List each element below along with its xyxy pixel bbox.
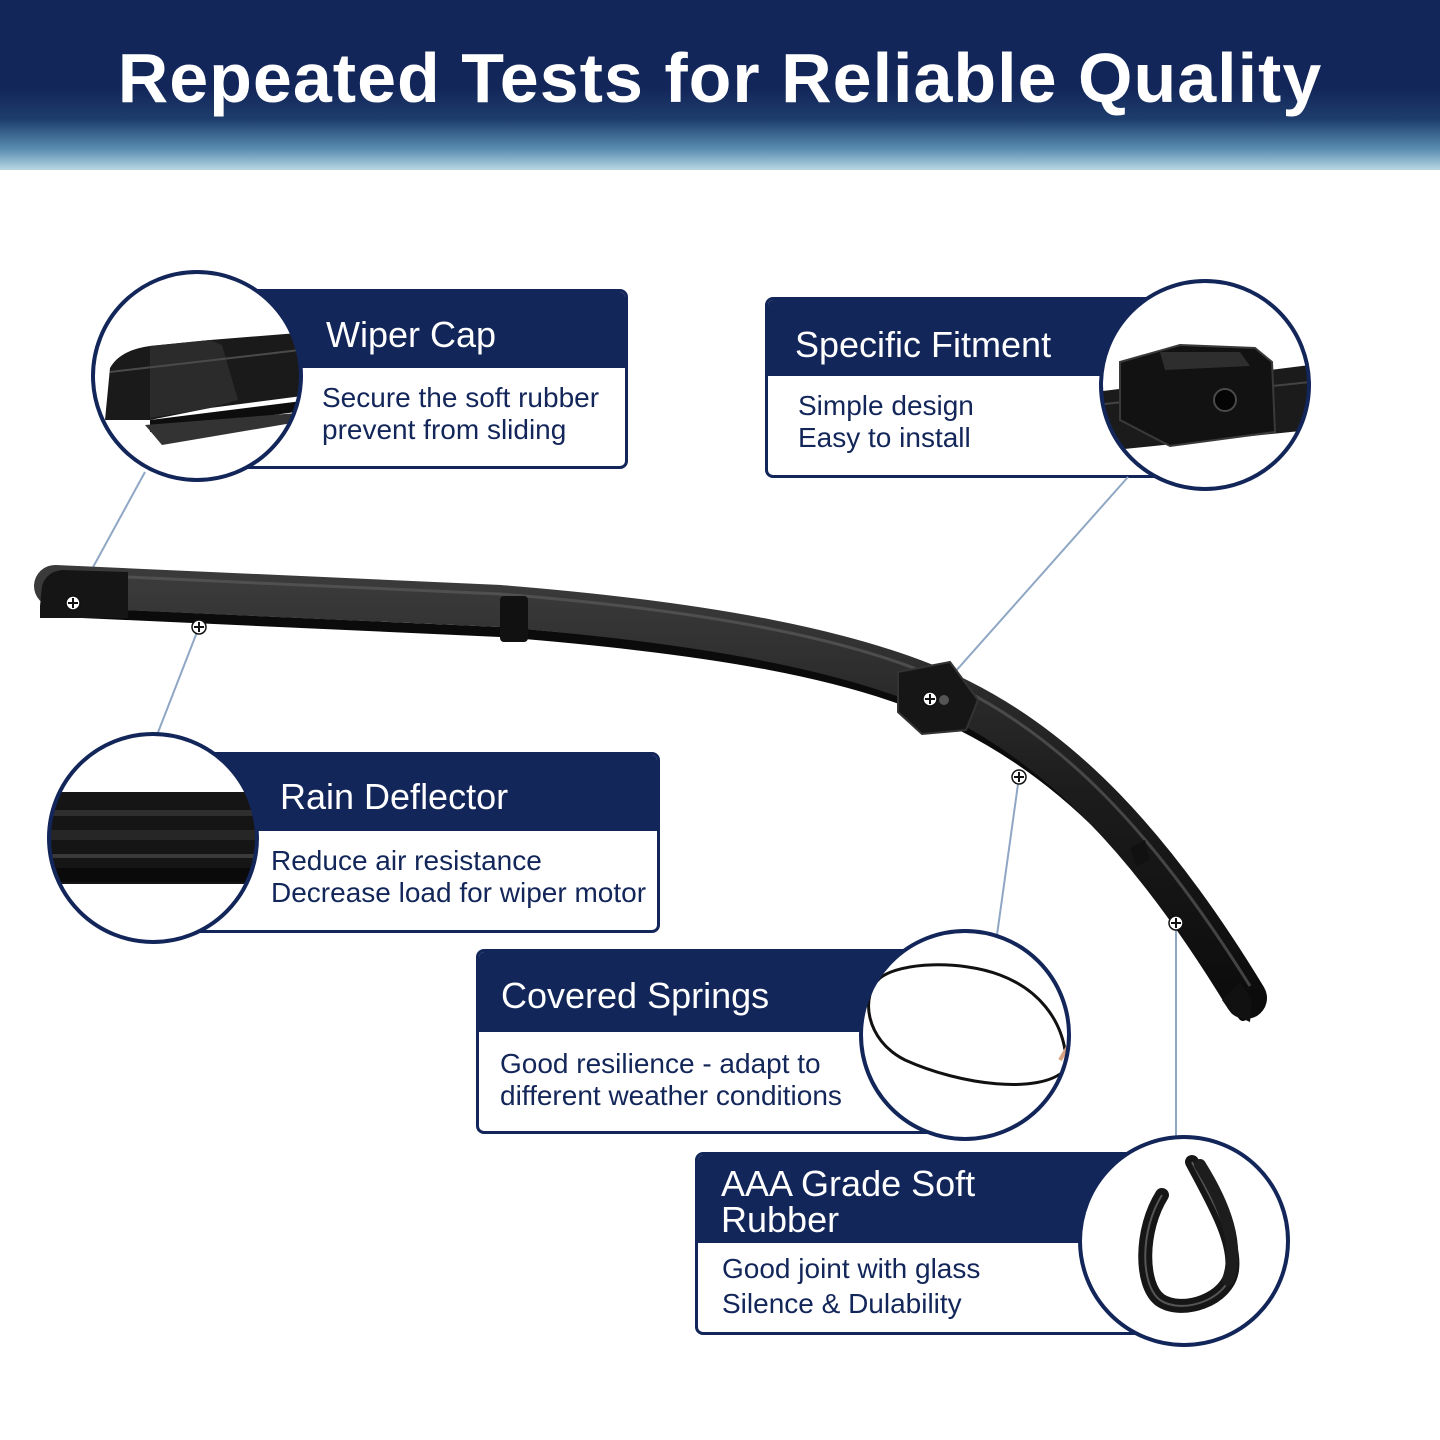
deflector-closeup-icon (47, 732, 259, 944)
wiper-cap-line-2: prevent from sliding (322, 414, 567, 445)
wiper-blade (34, 565, 1267, 1022)
soft-rubber-title-line-2: Rubber (721, 1199, 840, 1240)
wiper-tip-end (1222, 982, 1252, 1022)
specific-fitment-line-1: Simple design (798, 390, 974, 421)
spring-closeup-icon (859, 929, 1071, 1141)
soft-rubber-title-line-1: AAA Grade Soft (721, 1163, 976, 1204)
hotspot-wiper-cap (65, 595, 81, 611)
hotspot-rain-deflector (191, 619, 207, 635)
soft-rubber-line-1: Good joint with glass (722, 1253, 981, 1284)
wiper-cap-end (40, 570, 128, 618)
specific-fitment-line-2: Easy to install (798, 422, 971, 453)
rubber-strip-closeup-icon (1078, 1135, 1290, 1347)
wiper-cap-card-body: Secure the soft rubber prevent from slid… (193, 382, 625, 446)
rain-deflector-title: Rain Deflector (280, 776, 509, 817)
wiper-cap-line-1: Secure the soft rubber (322, 382, 600, 413)
hotspot-markers (65, 595, 1184, 931)
soft-rubber-line-2: Silence & Dulability (722, 1288, 962, 1319)
hotspot-fitment (922, 691, 938, 707)
soft-rubber-card-body: Good joint with glass Silence & Dulabili… (698, 1251, 1182, 1321)
covered-springs-card-body: Good resilience - adapt to different wea… (479, 1048, 973, 1112)
covered-springs-line-2: different weather conditions (500, 1080, 842, 1111)
rain-deflector-line-1: Reduce air resistance (271, 845, 542, 876)
center-joint (500, 596, 528, 642)
hotspot-springs (1011, 769, 1027, 785)
specific-fitment-card-body: Simple design Easy to install (768, 390, 1207, 454)
wiper-cap-title: Wiper Cap (326, 314, 497, 355)
header-banner: Repeated Tests for Reliable Quality (0, 0, 1440, 170)
wiper-cap-closeup-icon (91, 270, 303, 482)
hotspot-rubber (1168, 915, 1184, 931)
covered-springs-line-1: Good resilience - adapt to (500, 1048, 821, 1079)
specific-fitment-title: Specific Fitment (795, 324, 1052, 365)
page-title: Repeated Tests for Reliable Quality (117, 39, 1323, 117)
rain-deflector-card-body: Reduce air resistance Decrease load for … (153, 845, 657, 909)
leader-lines (73, 471, 1177, 1137)
adapter-block (897, 660, 980, 736)
covered-springs-title: Covered Springs (501, 975, 770, 1016)
adapter-closeup-icon (1099, 279, 1311, 491)
rain-deflector-line-2: Decrease load for wiper motor (271, 877, 647, 908)
